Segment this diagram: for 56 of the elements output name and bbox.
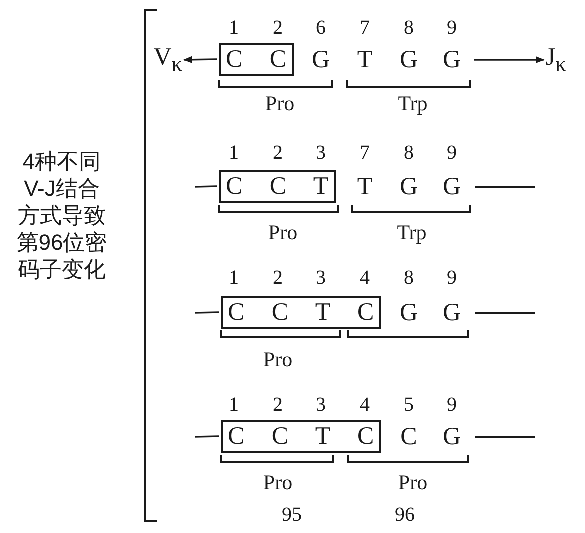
amino-acid-label: Pro bbox=[263, 350, 293, 370]
strand-line bbox=[194, 186, 218, 188]
gene-segment-label: V$_{κ}$ bbox=[154, 45, 182, 75]
amino-acid-label: Trp bbox=[398, 94, 428, 114]
base-letter: T bbox=[357, 174, 373, 200]
position-number: 9 bbox=[447, 395, 457, 415]
position-number: 1 bbox=[229, 395, 239, 415]
codon-number: 96 bbox=[395, 505, 415, 525]
position-number: 4 bbox=[360, 395, 370, 415]
base-letter: G bbox=[442, 300, 462, 326]
position-number: 8 bbox=[404, 268, 414, 288]
position-number: 7 bbox=[360, 18, 370, 38]
position-number: 7 bbox=[360, 143, 370, 163]
base-letter: C bbox=[400, 424, 418, 450]
position-number: 2 bbox=[273, 143, 283, 163]
position-number: 4 bbox=[360, 268, 370, 288]
position-number: 9 bbox=[447, 18, 457, 38]
amino-acid-label: Trp bbox=[397, 222, 427, 244]
position-number: 1 bbox=[229, 143, 239, 163]
codon-box: C C T C bbox=[221, 296, 382, 329]
amino-acid-label: Pro bbox=[268, 222, 298, 244]
position-number: 3 bbox=[316, 143, 326, 163]
base-letter: G bbox=[442, 48, 462, 72]
position-number: 2 bbox=[273, 395, 283, 415]
codon-box: C C T C bbox=[221, 420, 382, 453]
base-letter: G bbox=[442, 174, 462, 200]
position-number: 1 bbox=[229, 268, 239, 288]
base-letter: T bbox=[357, 48, 373, 72]
position-number: 9 bbox=[447, 268, 457, 288]
position-number: 8 bbox=[404, 143, 414, 163]
strand-line bbox=[194, 312, 220, 314]
base-letter: G bbox=[400, 48, 418, 72]
strand-line bbox=[194, 436, 220, 438]
amino-acid-label: Pro bbox=[263, 472, 293, 494]
position-number: 6 bbox=[316, 18, 326, 38]
codon-box: C C T bbox=[219, 170, 336, 203]
codon-number: 95 bbox=[282, 505, 302, 525]
arrow bbox=[474, 56, 545, 64]
position-number: 5 bbox=[404, 395, 414, 415]
position-number: 9 bbox=[447, 143, 457, 163]
position-number: 2 bbox=[273, 268, 283, 288]
amino-acid-label: Pro bbox=[265, 94, 295, 114]
arrow bbox=[183, 56, 218, 64]
position-number: 3 bbox=[316, 395, 326, 415]
position-number: 8 bbox=[404, 18, 414, 38]
gene-segment-label: J$_{κ}$ bbox=[546, 45, 566, 75]
side-note: 4种不同V-J结合方式导致第96位密码子变化 bbox=[16, 148, 108, 283]
base-letter: G bbox=[400, 174, 418, 200]
position-number: 2 bbox=[273, 18, 283, 38]
position-number: 3 bbox=[316, 268, 326, 288]
base-letter: G bbox=[400, 300, 418, 326]
base-letter: G bbox=[312, 48, 330, 72]
amino-acid-label: Pro bbox=[398, 472, 428, 494]
codon-box: C C bbox=[219, 43, 294, 76]
position-number: 1 bbox=[229, 18, 239, 38]
base-letter: G bbox=[442, 424, 462, 450]
